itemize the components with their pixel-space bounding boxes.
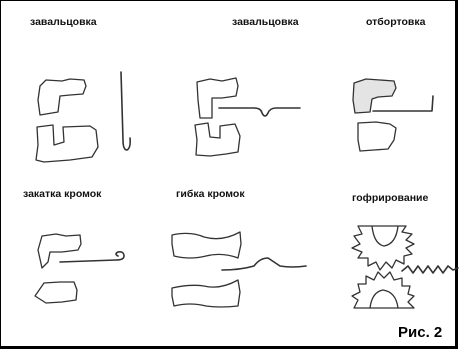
sheet-metal bbox=[120, 71, 131, 151]
upper-die bbox=[37, 78, 87, 116]
figure-caption: Рис. 2 bbox=[398, 324, 443, 341]
corrugation-diagram bbox=[351, 225, 459, 309]
upper-die bbox=[352, 78, 397, 114]
upper-roller-hub bbox=[371, 225, 399, 247]
label-corrugation: гофрирование bbox=[352, 192, 429, 204]
sheet-metal bbox=[372, 95, 434, 112]
lower-roller bbox=[351, 271, 415, 309]
lower-die bbox=[35, 124, 99, 163]
corrugated-sheet bbox=[401, 265, 459, 274]
flanging-diagram bbox=[352, 78, 434, 152]
upper-die bbox=[196, 77, 239, 119]
label-flanging: отбортовка bbox=[366, 16, 426, 28]
lower-die bbox=[171, 279, 241, 308]
edge-bending-diagram bbox=[171, 231, 307, 308]
lower-die bbox=[357, 121, 397, 152]
sheet-metal bbox=[218, 107, 301, 117]
sheet-metal bbox=[221, 257, 307, 271]
edge-curling-diagram bbox=[34, 233, 125, 304]
upper-roller bbox=[351, 225, 415, 271]
label-edge-bending: гибка кромок bbox=[176, 188, 245, 200]
label-rolling-left: завальцовка bbox=[30, 16, 97, 28]
lower-roller-hub bbox=[369, 289, 399, 309]
lower-die bbox=[194, 122, 241, 157]
label-rolling-middle: завальцовка bbox=[232, 16, 299, 28]
lower-die bbox=[34, 281, 78, 304]
upper-die bbox=[171, 231, 242, 259]
label-edge-curling: закатка кромок bbox=[23, 188, 102, 200]
sheet-metal bbox=[59, 251, 125, 263]
rolling-diagram-2 bbox=[194, 77, 301, 157]
upper-die bbox=[37, 233, 82, 269]
rolling-diagram-1 bbox=[35, 71, 131, 163]
